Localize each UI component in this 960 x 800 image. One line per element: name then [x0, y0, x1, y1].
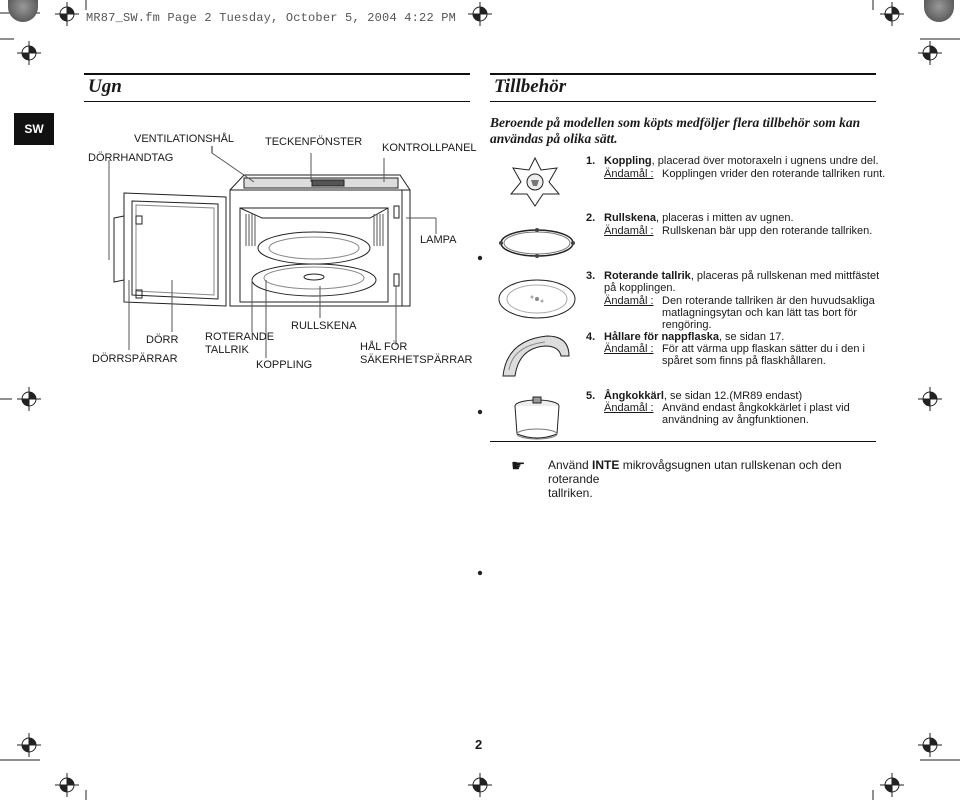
corner-disc-right	[924, 0, 954, 22]
label-ventilation: VENTILATIONSHÅL	[134, 133, 235, 145]
accessory-3-purpose-label: Ändamål :	[604, 295, 654, 307]
accessory-1-purpose: Kopplingen vrider den roterande tallrike…	[662, 168, 886, 180]
accessory-4-purpose-label: Ändamål :	[604, 343, 654, 355]
right-title-underline	[490, 101, 876, 102]
accessory-5-name: Ångkokkärl	[604, 390, 664, 402]
note-text: Använd INTE mikrovågsugnen utan rullsken…	[548, 458, 878, 500]
file-header: MR87_SW.fm Page 2 Tuesday, October 5, 20…	[86, 11, 457, 25]
accessory-5-purpose-line-2: användning av ångfunktionen.	[662, 414, 809, 426]
accessory-1-number: 1.	[586, 155, 596, 167]
accessory-1: 1. Koppling, placerad över motoraxeln i …	[586, 155, 886, 185]
accessory-3-desc2: på kopplingen.	[604, 282, 676, 294]
coupler-icon	[509, 156, 561, 207]
accessory-1-name: Koppling	[604, 155, 652, 167]
accessory-3-purpose-line-2: matlagningsytan och kan lätt tas bort fö…	[662, 307, 858, 319]
accessory-5: 5. Ångkokkärl, se sidan 12.(MR89 endast)…	[586, 390, 886, 430]
label-door-handle: DÖRRHANDTAG	[88, 152, 174, 164]
accessories-intro: Beroende på modellen som köpts medföljer…	[490, 115, 861, 146]
bottle-holder-icon	[502, 335, 570, 377]
accessory-4-name: Hållare för nappflaska	[604, 331, 719, 343]
label-door-latches: DÖRRSPÄRRAR	[92, 353, 178, 365]
accessory-2-name: Rullskena	[604, 212, 656, 224]
language-tab: SW	[14, 113, 54, 145]
accessory-3-number: 3.	[586, 270, 596, 282]
page-number: 2	[475, 737, 483, 752]
label-control-panel: KONTROLLPANEL	[382, 142, 477, 154]
right-section-title: Tillbehör	[494, 76, 567, 97]
label-safety-2: SÄKERHETSPÄRRAR	[360, 354, 473, 366]
accessory-3-purpose-line-3: rengöring.	[662, 319, 712, 331]
left-title-underline	[84, 101, 470, 102]
right-title-rule	[490, 73, 876, 75]
turntable-icon	[498, 279, 576, 319]
label-turntable-2: TALLRIK	[205, 344, 249, 356]
label-roller-ring: RULLSKENA	[291, 320, 357, 332]
note-rest: mikrovågsugnen utan rullskenan och den r…	[548, 458, 842, 486]
note-line-2: tallriken.	[548, 486, 593, 500]
label-lamp: LAMPA	[420, 234, 457, 246]
accessory-2-purpose-label: Ändamål :	[604, 225, 654, 237]
accessory-5-number: 5.	[586, 390, 596, 402]
corner-disc-left	[8, 0, 38, 22]
accessory-2: 2. Rullskena, placeras i mitten av ugnen…	[586, 212, 886, 242]
accessory-5-purpose-line-1: Använd endast ångkokkärlet i plast vid	[662, 402, 850, 414]
accessory-3: 3. Roterande tallrik, placeras på rullsk…	[586, 270, 886, 331]
accessory-2-purpose: Rullskenan bär upp den roterande tallrik…	[662, 225, 873, 237]
label-safety-1: HÅL FÖR	[360, 341, 408, 353]
accessory-2-number: 2.	[586, 212, 596, 224]
label-turntable-1: ROTERANDE	[205, 331, 275, 343]
accessory-3-purpose-line-1: Den roterande tallriken är den huvudsakl…	[662, 295, 875, 307]
steamer-icon	[514, 396, 560, 440]
note-separator	[490, 441, 876, 442]
pointing-hand-icon: ☛	[511, 458, 526, 475]
accessory-1-desc: , placerad över motoraxeln i ugnens undr…	[651, 155, 879, 167]
accessory-4-desc: , se sidan 17.	[718, 331, 785, 343]
label-door: DÖRR	[146, 334, 179, 346]
accessory-5-purpose-label: Ändamål :	[604, 402, 654, 414]
label-coupler: KOPPLING	[256, 359, 313, 371]
left-title-rule	[84, 73, 470, 75]
accessory-4: 4. Hållare för nappflaska, se sidan 17. …	[586, 331, 886, 371]
left-section-title: Ugn	[88, 76, 122, 97]
accessory-2-desc: , placeras i mitten av ugnen.	[655, 212, 794, 224]
accessory-4-purpose-line-2: spåret som finns på flaskhållaren.	[662, 355, 826, 367]
accessory-3-name: Roterande tallrik	[604, 270, 691, 282]
accessory-5-desc: , se sidan 12.(MR89 endast)	[663, 390, 803, 402]
oven-diagram	[108, 146, 437, 358]
label-window: TECKENFÖNSTER	[265, 136, 363, 148]
accessory-3-desc: , placeras på rullskenan med mittfästet	[690, 270, 880, 282]
accessory-4-number: 4.	[586, 331, 596, 343]
accessory-4-purpose-line-1: För att värma upp flaskan sätter du i de…	[662, 343, 865, 355]
note-bold: INTE	[592, 458, 620, 472]
note-prefix: Använd	[548, 458, 593, 472]
accessory-1-purpose-label: Ändamål :	[604, 168, 654, 180]
roller-ring-icon	[499, 228, 575, 258]
